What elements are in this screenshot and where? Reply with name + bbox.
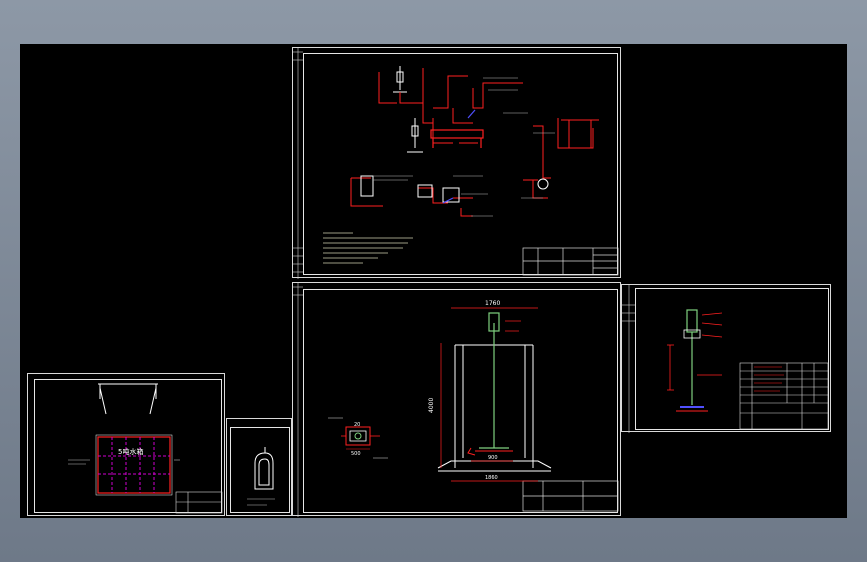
dim-900: 900: [488, 455, 498, 461]
drawing-sheet-process-flow: [292, 47, 621, 279]
drawing-sheet-tank-plan: 5吨水箱: [27, 373, 225, 516]
pump-icon-lower: [407, 118, 423, 153]
legend-lines: [323, 232, 413, 264]
tank-right: [561, 119, 599, 149]
sheet-inner-frame: [303, 289, 618, 513]
equipment-box-left: [360, 175, 374, 197]
dim-1860: 1860: [485, 475, 498, 481]
tank-label: 5吨水箱: [118, 447, 143, 456]
title-block-small: [175, 491, 223, 514]
pipeline-red: [350, 68, 594, 217]
sheet-inner-frame: [635, 288, 829, 430]
model-space-viewport[interactable]: 1760 4000 900 1860 20 500: [20, 44, 847, 518]
dim-4000: 4000: [428, 398, 435, 413]
dim-500: 500: [351, 451, 361, 457]
drawing-sheet-bracket-detail: [226, 418, 292, 516]
sheet-inner-frame: [303, 53, 618, 275]
valve-symbol: [537, 178, 549, 190]
parts-table: [739, 362, 829, 430]
impeller: [467, 447, 513, 456]
pump-icon-upper: [393, 66, 407, 93]
drawing-sheet-elevation: 1760 4000 900 1860 20 500: [292, 282, 621, 517]
equipment-box-mid: [417, 184, 433, 198]
agitator-shaft: [479, 312, 509, 449]
equipment-box-right: [442, 187, 460, 203]
dim-1760: 1760: [485, 300, 500, 307]
bracket-shape: [254, 447, 274, 490]
agitator-assembly: [686, 309, 698, 405]
tank-top-view: 5吨水箱: [95, 434, 173, 496]
elevation-drawing: 1760 4000 900 1860 20 500: [293, 283, 619, 517]
sheet-inner-frame: [230, 427, 290, 513]
drawing-sheet-agitator-detail: [621, 284, 831, 433]
agitator-detail-drawing: [622, 285, 829, 433]
platform-red: [430, 129, 484, 148]
dimension-lines: [440, 307, 538, 482]
sheet-inner-frame: [34, 379, 222, 513]
dim-20: 20: [354, 422, 360, 428]
bracket-detail-drawing: [247, 447, 275, 506]
agitator-dimensions: [667, 312, 723, 391]
process-flow-drawing: [293, 48, 619, 279]
base-plate-detail: [341, 426, 380, 450]
tank-plan-drawing: 5吨水箱: [68, 383, 223, 514]
tank-side-view: [98, 383, 158, 415]
